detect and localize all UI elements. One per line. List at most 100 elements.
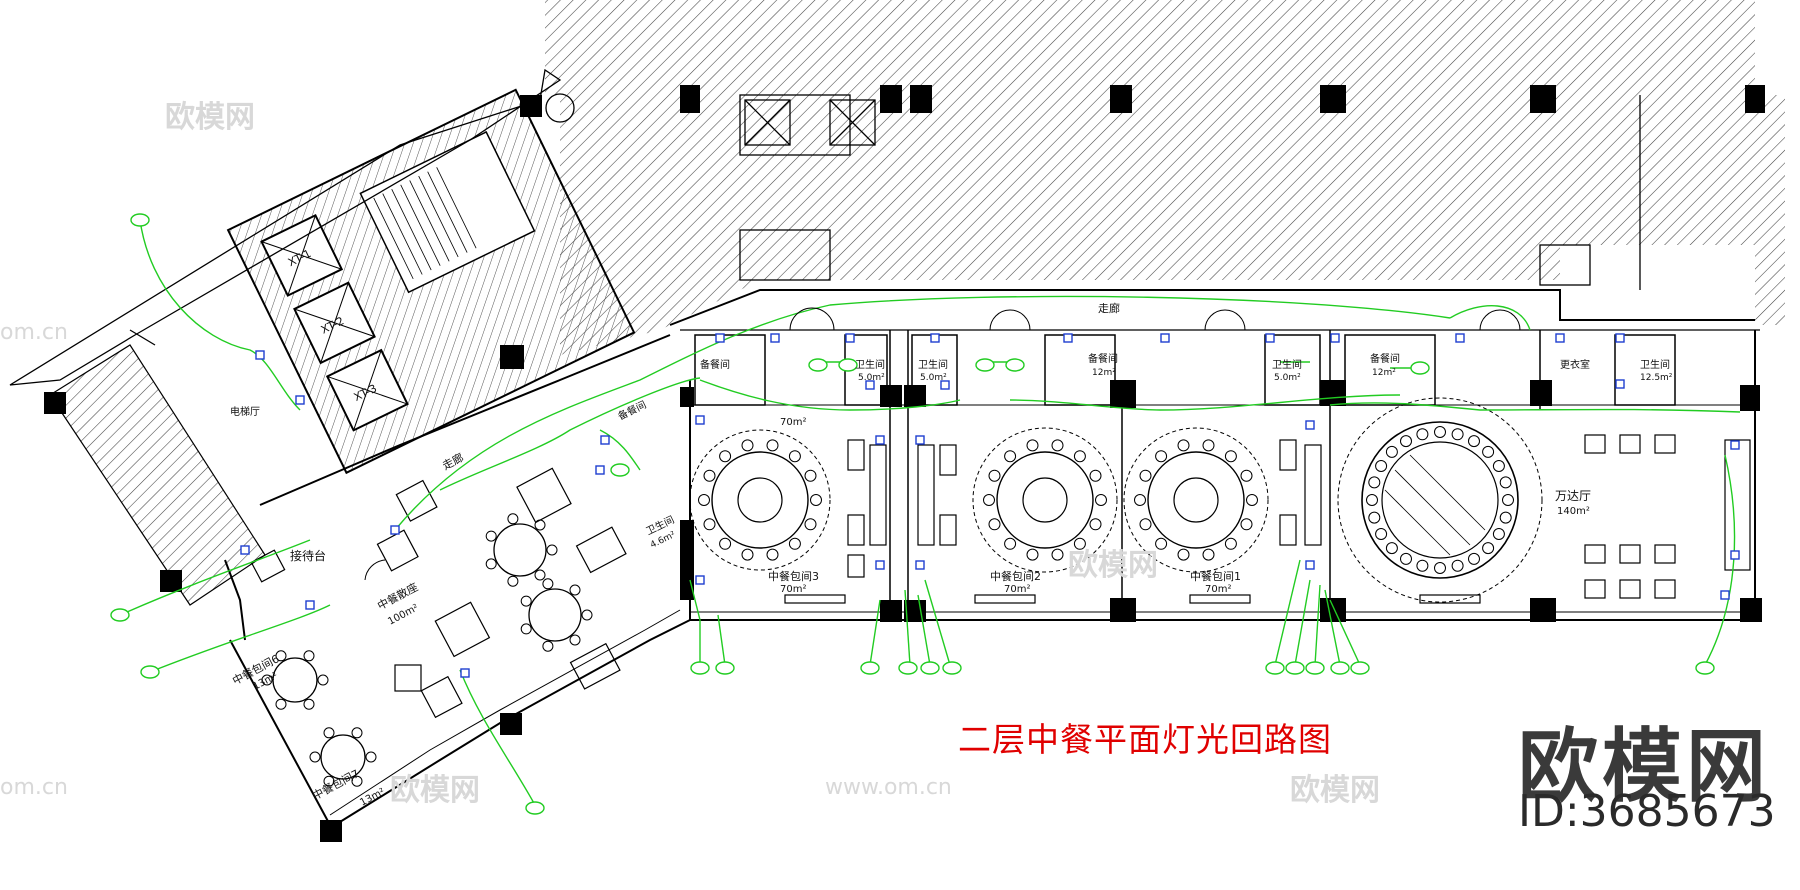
chairs [261,426,1514,787]
chair [1492,528,1505,540]
label-wc-b-area: 5.0m² [920,373,947,383]
circuit-tag [1330,661,1350,675]
chair [1400,552,1412,565]
chair [703,469,716,482]
light-fixture-icon [695,575,705,585]
chair [1385,542,1398,555]
chair [698,494,710,506]
watermark-brand: 欧模网 [1068,548,1158,583]
light-fixture-icon [305,600,315,610]
watermark-brand: 欧模网 [165,100,255,135]
light-fixture-icon [1265,333,1275,343]
circuit-tag [130,213,150,227]
light-fixture-icon [1615,379,1625,389]
light-fixture-icon [1455,333,1465,343]
circuit-tag [1305,661,1325,675]
chair [1134,494,1146,506]
chair [1502,494,1514,506]
chair [1468,435,1480,448]
chair [1434,562,1446,574]
chair [1400,435,1412,448]
chair [1434,426,1446,438]
core-block: XT-1 XT-2 XT-3 [226,88,636,475]
light-fixture-icon [875,435,885,445]
light-fixture-icon [940,380,950,390]
chair [1499,476,1512,489]
chair [275,650,287,662]
label-room2: 中餐包间2 [990,569,1041,583]
label-pantry-c: 备餐间 [1088,352,1118,365]
chair [1240,469,1253,482]
circuit-tags [110,213,1715,815]
chair [810,494,822,506]
chair [309,751,321,763]
chair [719,537,732,550]
label-pantry-d: 备餐间 [1370,352,1400,365]
chair [485,558,497,570]
light-fixture-icon [695,415,705,425]
watermark-url: om.cn [0,320,68,345]
watermark-url: www.om.cn [825,775,952,800]
circuit-tag [808,358,828,372]
chair [1224,537,1237,550]
chair [507,513,519,525]
chair [766,439,779,452]
chair [1026,439,1039,452]
chair [365,751,377,763]
drawing-title: 二层中餐平面灯光回路图 [958,720,1332,759]
circuit-tag [1005,358,1025,372]
light-fixture-icon [255,350,265,360]
circuit-tag [860,661,880,675]
hatched-strip-left [44,344,266,606]
chair [569,634,581,646]
chair [788,450,801,463]
chair [485,530,497,542]
light-fixture-icon [915,435,925,445]
chair [1499,511,1512,524]
label-wc-a-area: 5.0m² [858,373,885,383]
light-fixture-icon [1305,560,1315,570]
chair [546,544,558,556]
chair [1368,511,1381,524]
light-fixture-icon [845,333,855,343]
chair [323,727,335,739]
circuit-tag [690,661,710,675]
chair [275,698,287,710]
chair [988,469,1001,482]
circuit-tag [110,608,130,622]
label-wc-c: 卫生间 [1272,358,1302,371]
chair [542,578,554,590]
label-room3-top-area: 70m² [780,417,806,428]
chair [1139,469,1152,482]
chair [520,623,532,635]
chair [1051,548,1064,561]
chair [1155,450,1168,463]
light-fixture-icon [865,380,875,390]
light-fixture-icon [1615,333,1625,343]
chair [988,518,1001,531]
label-banquet-area: 140m² [1557,506,1590,517]
label-wc-d: 卫生间 [1640,358,1670,371]
watermark-brand: 欧模网 [1290,773,1380,808]
chair [804,469,817,482]
chair [1073,450,1086,463]
circuit-tag [898,661,918,675]
circuit-tag [1350,661,1370,675]
light-fixture-icon [930,333,940,343]
outer-walls-left [9,68,562,386]
chair [804,518,817,531]
chair [303,698,315,710]
chair [788,537,801,550]
room-dividers [694,330,1676,620]
light-fixture-icon [595,465,605,475]
chair [1004,537,1017,550]
chair [1375,460,1388,472]
label-elevator-hall: 电梯厅 [230,405,260,418]
label-reception: 接待台 [290,548,326,563]
light-fixture-icon [1730,440,1740,450]
chair [569,584,581,596]
upper-walls [545,93,1641,290]
circuit-tag [942,661,962,675]
round-tables [272,397,1543,780]
label-wc-a: 卫生间 [855,358,885,371]
